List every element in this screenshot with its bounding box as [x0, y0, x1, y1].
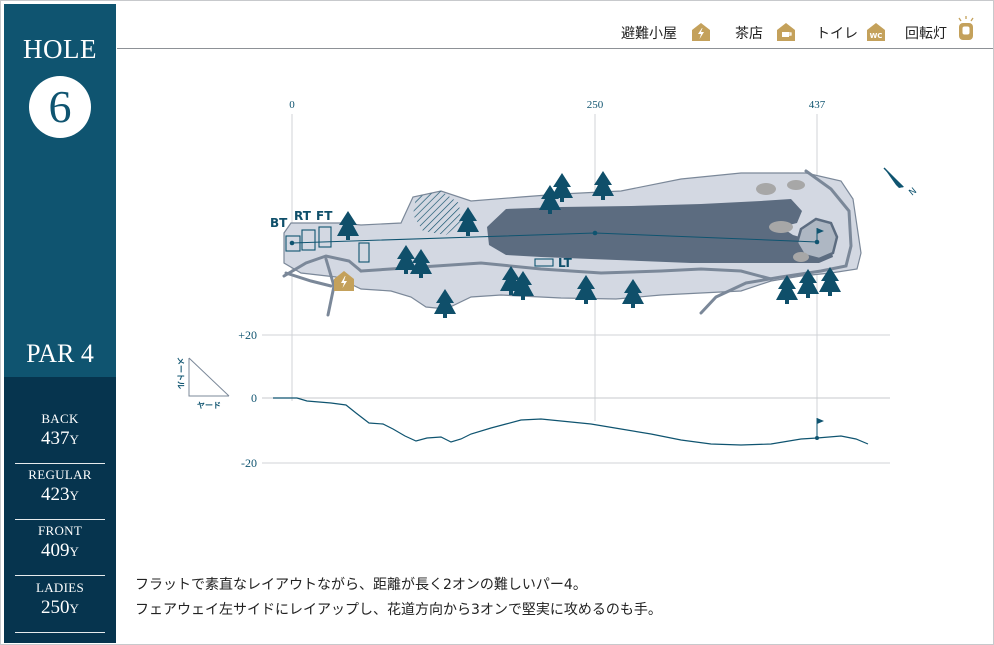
- svg-text:WC: WC: [870, 32, 883, 40]
- tee-label-rt: RT: [294, 209, 312, 223]
- legend-divider: [117, 48, 993, 49]
- bunkers: [756, 180, 809, 262]
- tee-distance-panel: BACK 437Y REGULAR 423Y FRONT 409Y LADIES…: [4, 377, 116, 643]
- description-line-1: フラットで素直なレイアウトながら、距離が長く2オンの難しいパー4。: [135, 577, 587, 593]
- north-arrow-icon: N: [883, 167, 920, 198]
- legend-label: トイレ: [816, 26, 858, 42]
- distance-mark-0: 0: [289, 99, 295, 111]
- tee-regular: REGULAR 423Y: [15, 467, 105, 522]
- legend-label: 茶店: [735, 26, 763, 42]
- tee-name: LADIES: [35, 580, 85, 595]
- tee-distance: 423Y: [41, 484, 79, 505]
- tee-divider: [15, 519, 105, 520]
- elevation-tick-plus20: +20: [238, 328, 257, 342]
- tee-boxes: [285, 226, 554, 267]
- par-label: PAR 4: [26, 339, 94, 368]
- hole-number-badge: 6: [29, 76, 91, 138]
- tee-label-lt: LT: [558, 256, 573, 270]
- hole-description: フラットで素直なレイアウトながら、距離が長く2オンの難しいパー4。 フェアウェイ…: [135, 573, 975, 623]
- distance-mark-250: 250: [587, 99, 604, 111]
- trees: [337, 171, 841, 318]
- tee-ladies: LADIES 250Y: [15, 580, 105, 635]
- legend-label: 回転灯: [905, 26, 947, 42]
- description-line-2: フェアウェイ左サイドにレイアップし、花道方向から3オンで堅実に攻めるのも手。: [135, 602, 662, 618]
- rotating-lamp-icon: [955, 15, 977, 40]
- tee-divider: [15, 575, 105, 576]
- tee-distance: 250Y: [41, 597, 79, 618]
- course-diagram: 0 250 437: [176, 99, 920, 470]
- tee-label-bt: BT: [270, 216, 288, 230]
- north-label: N: [908, 186, 920, 198]
- elevation-unit-triangle: メートル ヤード: [176, 357, 230, 410]
- hole-label: HOLE: [23, 34, 97, 64]
- distance-mark-437: 437: [809, 99, 826, 111]
- toilet-wc-icon: WC: [865, 21, 887, 43]
- elevation-flag-icon: [817, 418, 824, 424]
- lightning-hut-icon: [690, 21, 712, 43]
- tee-name: REGULAR: [28, 467, 92, 482]
- elevation-tick-zero: 0: [251, 391, 257, 405]
- tee-front: FRONT 409Y: [15, 523, 105, 578]
- elevation-tick-minus20: -20: [241, 456, 257, 470]
- elevation-unit-horizontal: ヤード: [197, 401, 221, 410]
- tee-name: FRONT: [37, 523, 83, 538]
- elevation-profile: +20 0 -20 メートル ヤード: [176, 328, 890, 470]
- elevation-line: [273, 397, 869, 446]
- fairway: [487, 199, 833, 263]
- play-line: [289, 228, 824, 246]
- tee-label-ft: FT: [316, 209, 333, 223]
- tee-distance: 437Y: [41, 428, 79, 449]
- hatched-hazard: [413, 191, 461, 235]
- tee-divider: [15, 632, 105, 633]
- legend-label: 避難小屋: [621, 26, 677, 42]
- tee-name: BACK: [41, 411, 79, 426]
- teahouse-cup-icon: [775, 21, 797, 43]
- hole-header-panel: HOLE 6 PAR 4: [4, 4, 116, 377]
- tee-distance: 409Y: [41, 540, 79, 561]
- tee-back: BACK 437Y: [15, 411, 105, 466]
- lightning-hut-icon: [334, 271, 354, 291]
- hole-sidebar: HOLE 6 PAR 4 BACK 437Y REGULAR 423Y FRON…: [4, 4, 116, 643]
- tee-divider: [15, 463, 105, 464]
- hole-number: 6: [48, 81, 72, 132]
- elevation-unit-vertical: メートル: [176, 357, 185, 389]
